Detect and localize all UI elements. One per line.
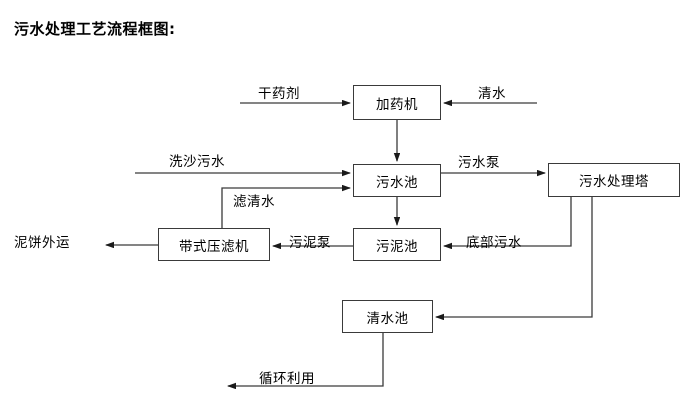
node-treatment-tower[interactable]: 污水处理塔 xyxy=(548,163,680,197)
node-wastewater-pool[interactable]: 污水池 xyxy=(353,164,441,197)
edge-label-sewage-pump: 污水泵 xyxy=(458,155,500,171)
terminal-clean-water: 清水 xyxy=(478,86,506,102)
node-clear-water-pool[interactable]: 清水池 xyxy=(342,300,433,333)
terminal-sand-wash-sewage: 洗沙污水 xyxy=(169,154,225,170)
edge-label-bottom-sewage: 底部污水 xyxy=(466,235,522,251)
edge-press-to-wastewater-pool xyxy=(221,184,351,228)
node-belt-filter-press[interactable]: 带式压滤机 xyxy=(158,228,270,261)
edge-label-recycle-use: 循环利用 xyxy=(259,371,315,387)
terminal-mud-cake-transport: 泥饼外运 xyxy=(14,235,70,251)
edge-label-sludge-pump: 污泥泵 xyxy=(289,235,331,251)
node-sludge-pool[interactable]: 污泥池 xyxy=(353,228,441,261)
terminal-dry-chemical: 干药剂 xyxy=(258,86,300,102)
edge-tower-to-clear-water-pool xyxy=(435,197,593,321)
node-dosing-machine[interactable]: 加药机 xyxy=(353,85,441,120)
edge-clear-water-pool-to-recycle xyxy=(227,333,384,390)
edge-tower-to-sludge-pool xyxy=(443,197,572,250)
edge-label-filtered-water: 滤清水 xyxy=(233,194,275,210)
page-title: 污水处理工艺流程框图: xyxy=(14,20,176,38)
